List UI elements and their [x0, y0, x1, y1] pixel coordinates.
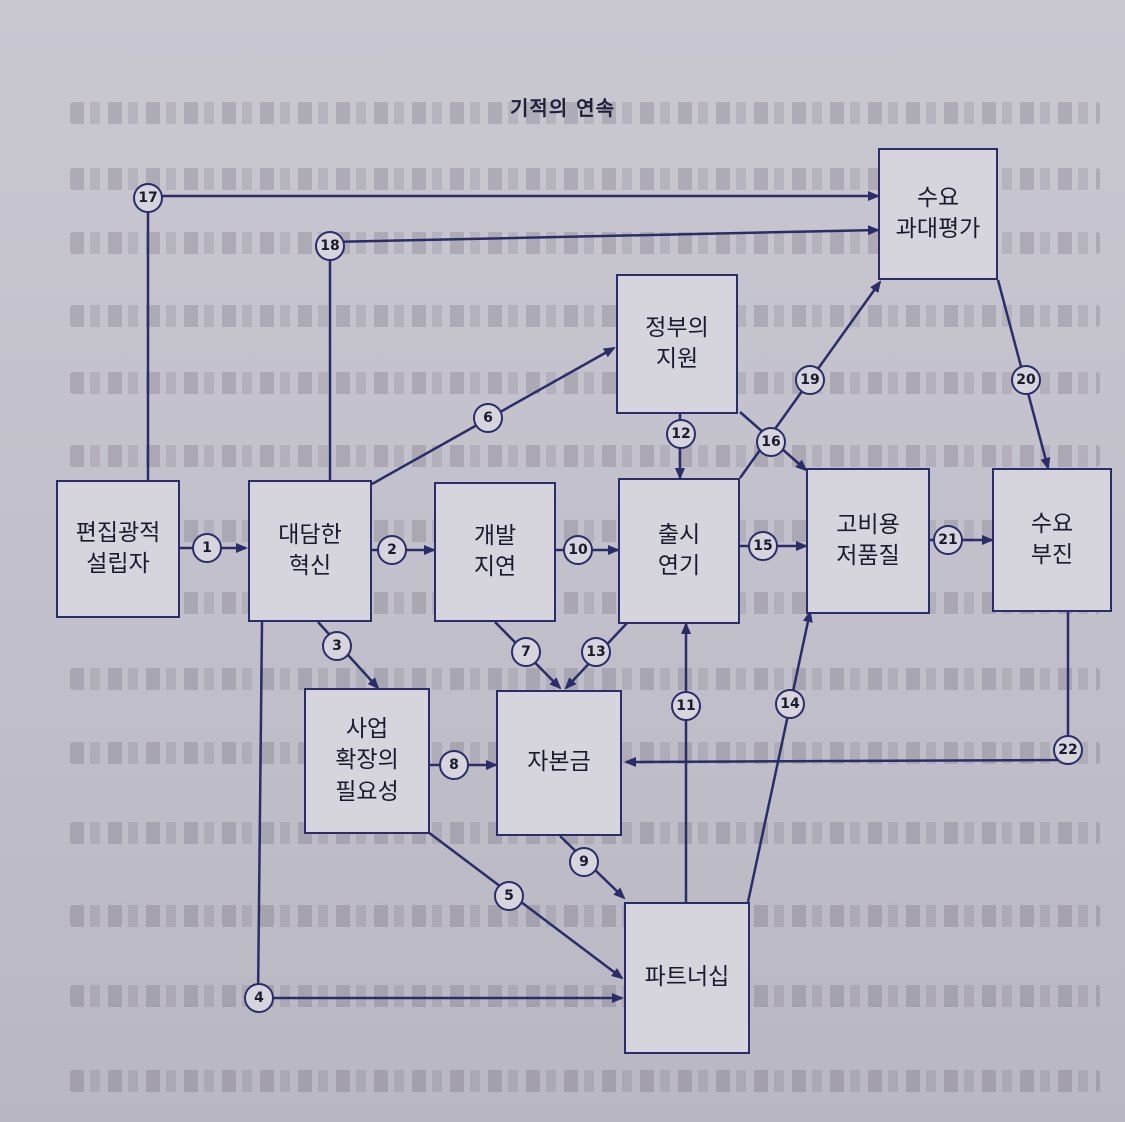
faded-text-line [70, 445, 1100, 467]
box-bold-innovation: 대담한 혁신 [248, 480, 372, 622]
link-number-14: 14 [775, 689, 805, 719]
link-number-2: 2 [377, 535, 407, 565]
link-number-11: 11 [671, 691, 701, 721]
box-capital: 자본금 [496, 690, 622, 836]
faded-text-line [70, 168, 1100, 190]
faded-text-line [70, 668, 1100, 690]
box-editorial-founder: 편집광적 설립자 [56, 480, 180, 618]
link-number-13: 13 [581, 637, 611, 667]
arrow-14 [746, 610, 813, 903]
faded-text-line [70, 372, 1100, 394]
faded-text-line [70, 985, 1100, 1007]
faded-text-line [70, 102, 1100, 124]
link-number-20: 20 [1011, 365, 1041, 395]
link-number-16: 16 [756, 427, 786, 457]
link-number-6: 6 [473, 403, 503, 433]
faded-text-line [70, 1070, 1100, 1092]
faded-text-line [70, 905, 1100, 927]
link-number-4: 4 [244, 983, 274, 1013]
link-number-10: 10 [563, 535, 593, 565]
link-number-1: 1 [192, 533, 222, 563]
diagram-title: 기적의 연속 [510, 96, 615, 120]
box-demand-overestimate: 수요 과대평가 [878, 148, 998, 280]
link-number-21: 21 [933, 525, 963, 555]
link-number-8: 8 [439, 750, 469, 780]
link-number-9: 9 [569, 847, 599, 877]
box-weak-demand: 수요 부진 [992, 468, 1112, 612]
link-number-15: 15 [748, 531, 778, 561]
link-number-19: 19 [795, 365, 825, 395]
box-high-cost-low-quality: 고비용 저품질 [806, 468, 930, 614]
arrow-22 [624, 612, 1070, 767]
box-dev-delay: 개발 지연 [434, 482, 556, 622]
box-business-expansion-need: 사업 확장의 필요성 [304, 688, 430, 834]
link-number-7: 7 [511, 637, 541, 667]
faded-text-line [70, 305, 1100, 327]
link-number-17: 17 [133, 183, 163, 213]
box-gov-support: 정부의 지원 [616, 274, 738, 414]
link-number-5: 5 [494, 881, 524, 911]
link-number-12: 12 [666, 419, 696, 449]
arrow-5 [427, 831, 624, 980]
box-partnership: 파트너십 [624, 902, 750, 1054]
link-number-22: 22 [1053, 735, 1083, 765]
box-launch-delay: 출시 연기 [618, 478, 740, 624]
link-number-18: 18 [315, 231, 345, 261]
link-number-3: 3 [322, 631, 352, 661]
